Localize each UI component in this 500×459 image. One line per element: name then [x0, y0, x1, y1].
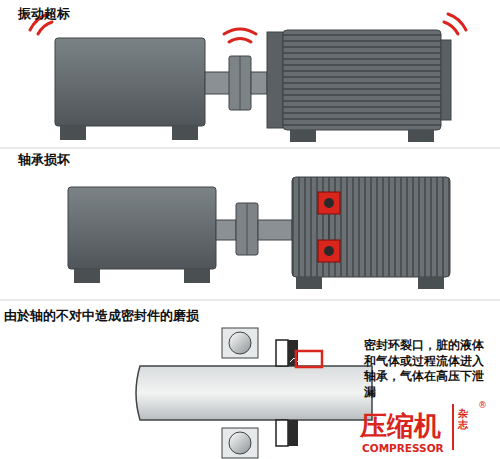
callout-note: 密封环裂口，脏的液体和气体或过程流体进入轴承，气体在高压下泄漏 [364, 338, 492, 400]
registered-mark: ® [478, 400, 487, 411]
panel-heading: 轴承损坏 [18, 152, 70, 168]
logo-text: 压缩机 [360, 410, 441, 442]
separator [0, 300, 500, 301]
bearing-machines [68, 177, 450, 289]
panel-heading: 振动超标 [18, 6, 70, 22]
panel-heading: 由於轴的不对中造成密封件的磨损 [4, 308, 199, 324]
seal-section [136, 328, 372, 458]
vibration-machines [30, 14, 466, 142]
logo-vertical: 杂志 [458, 408, 468, 430]
logo-english: COMPRESSOR [362, 442, 444, 455]
logo-divider [452, 404, 454, 450]
separator [0, 148, 500, 149]
